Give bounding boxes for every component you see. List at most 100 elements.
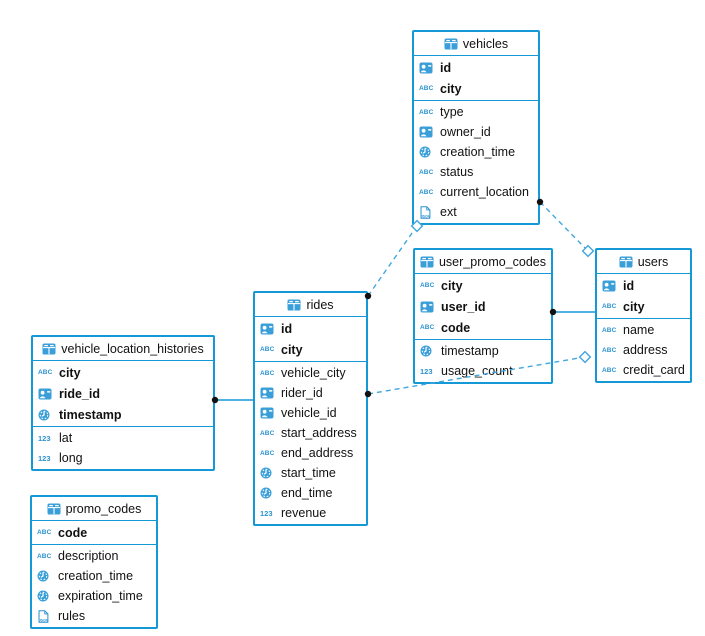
field-name: id (281, 321, 293, 336)
field-row: ABC current_location (414, 182, 538, 202)
table-icon (619, 256, 633, 268)
string-type-icon: ABC (420, 282, 435, 289)
field-name: city (281, 342, 303, 357)
field-row: start_time (255, 463, 366, 483)
field-name: ext (440, 205, 457, 219)
field-name: usage_count (441, 364, 513, 378)
field-row: rules (32, 606, 156, 626)
table-title: user_promo_codes (438, 254, 546, 269)
connector-endpoint-diamond (578, 350, 592, 364)
field-name: creation_time (440, 145, 516, 159)
table-vehicle-location-histories[interactable]: vehicle_location_histories ABC city ride… (31, 335, 215, 471)
field-name: id (623, 278, 635, 293)
field-row: timestamp (415, 341, 551, 361)
number-type-icon: 123 (260, 508, 273, 518)
json-type-icon (419, 206, 436, 219)
time-type-icon (260, 487, 277, 499)
string-type-icon: ABC (37, 552, 52, 560)
id-type-icon (38, 388, 55, 400)
table-title: promo_codes (65, 501, 142, 516)
table-title-bar[interactable]: vehicle_location_histories (33, 337, 213, 361)
field-row: rider_id (255, 383, 366, 403)
string-type-icon: ABC (420, 324, 435, 331)
connector-endpoint-diamond (581, 244, 595, 258)
string-type-icon: ABC (260, 449, 275, 457)
field-name: description (58, 549, 119, 563)
field-row: ABC description (32, 546, 156, 566)
string-type-icon: ABC (419, 108, 434, 116)
table-user-promo-codes[interactable]: user_promo_codes ABC city user_id ABC co… (413, 248, 553, 384)
fields-section: ABC type owner_id creation_time ABC stat… (414, 101, 538, 223)
time-type-icon (420, 345, 437, 357)
field-name: timestamp (441, 344, 499, 358)
number-type-icon: 123 (420, 366, 433, 376)
field-row: creation_time (414, 142, 538, 162)
field-row: vehicle_id (255, 403, 366, 423)
string-type-icon: ABC (260, 346, 275, 353)
table-icon (420, 256, 434, 268)
table-users[interactable]: users id ABC city ABC name ABC address A… (595, 248, 692, 383)
connector-user_promo_codes-to-users (549, 308, 596, 316)
id-type-icon (260, 323, 277, 335)
field-name: lat (59, 431, 73, 445)
table-icon (287, 299, 301, 311)
string-type-icon: ABC (602, 326, 617, 334)
field-name: end_address (281, 446, 354, 460)
field-name: owner_id (440, 125, 491, 139)
field-row: creation_time (32, 566, 156, 586)
string-type-icon: ABC (38, 369, 53, 376)
primary-key-section: ABC city user_id ABC code (415, 274, 551, 340)
table-icon (42, 343, 56, 355)
field-name: type (440, 105, 464, 119)
field-row: owner_id (414, 122, 538, 142)
string-type-icon: ABC (260, 429, 275, 437)
field-row: ABC vehicle_city (255, 363, 366, 383)
field-row: id (597, 275, 690, 296)
field-row: timestamp (33, 404, 213, 425)
number-type-icon: 123 (38, 453, 51, 463)
field-row: ABC city (597, 296, 690, 317)
field-name: long (59, 451, 83, 465)
field-row: ABC credit_card (597, 360, 690, 380)
table-title-bar[interactable]: users (597, 250, 690, 274)
field-row: expiration_time (32, 586, 156, 606)
field-name: vehicle_id (281, 406, 337, 420)
table-vehicles[interactable]: vehicles id ABC city ABC type owner_id (412, 30, 540, 225)
field-row: ABC city (415, 275, 551, 296)
field-row: end_time (255, 483, 366, 503)
field-row: ABC start_address (255, 423, 366, 443)
table-icon (444, 38, 458, 50)
field-row: ABC city (255, 339, 366, 360)
id-type-icon (260, 407, 277, 419)
field-row: ABC code (415, 317, 551, 338)
field-name: city (440, 81, 462, 96)
table-rides[interactable]: rides id ABC city ABC vehicle_city rider… (253, 291, 368, 526)
table-title-bar[interactable]: promo_codes (32, 497, 156, 521)
field-name: expiration_time (58, 589, 143, 603)
field-row: user_id (415, 296, 551, 317)
connector-vehicle_location_histories-to-rides (211, 396, 254, 404)
time-type-icon (37, 590, 54, 602)
field-name: name (623, 323, 655, 337)
table-title-bar[interactable]: vehicles (414, 32, 538, 56)
primary-key-section: id ABC city (414, 56, 538, 101)
field-row: id (255, 318, 366, 339)
time-type-icon (260, 467, 277, 479)
table-title-bar[interactable]: user_promo_codes (415, 250, 551, 274)
field-row: ABC type (414, 102, 538, 122)
string-type-icon: ABC (602, 366, 617, 374)
string-type-icon: ABC (37, 529, 52, 536)
id-type-icon (419, 126, 436, 138)
field-row: 123 usage_count (415, 361, 551, 381)
field-name: creation_time (58, 569, 134, 583)
field-row: ABC end_address (255, 443, 366, 463)
fields-section: ABC vehicle_city rider_id vehicle_id ABC… (255, 362, 366, 524)
field-row: ABC status (414, 162, 538, 182)
table-title-bar[interactable]: rides (255, 293, 366, 317)
number-type-icon: 123 (38, 433, 51, 443)
field-name: credit_card (623, 363, 685, 377)
table-promo-codes[interactable]: promo_codes ABC code ABC description cre… (30, 495, 158, 629)
field-name: code (58, 525, 88, 540)
field-name: city (441, 278, 463, 293)
field-name: status (440, 165, 474, 179)
